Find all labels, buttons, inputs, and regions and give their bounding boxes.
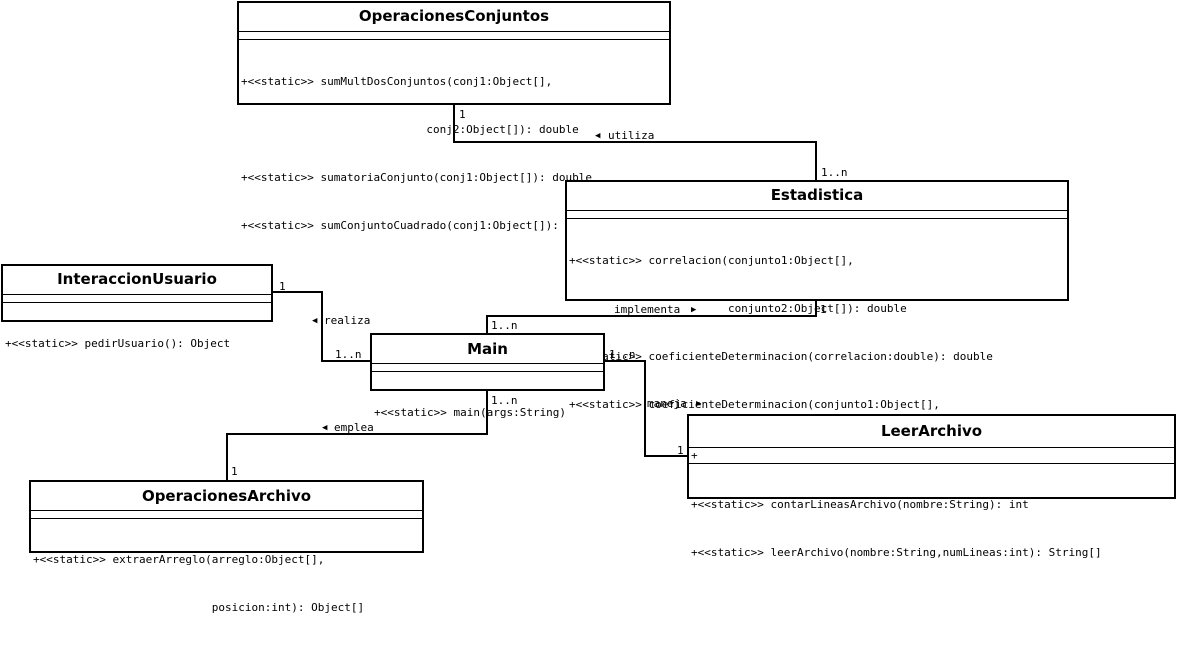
- class-name: OperacionesArchivo: [31, 482, 422, 511]
- class-operations: +<<static>> main(args:String): [372, 372, 603, 453]
- multiplicity-label: 1: [820, 303, 827, 316]
- operation: +<<static>> coeficienteDeterminacion(con…: [569, 398, 940, 411]
- class-operations: +<<static>> pedirUsuario(): Object: [3, 303, 271, 384]
- emplea-line: [226, 390, 488, 481]
- class-operations: +<<static>> contarLineasArchivo(nombre:S…: [689, 464, 1174, 593]
- class-main[interactable]: Main +<<static>> main(args:String): [370, 333, 605, 419]
- class-attributes: [372, 364, 603, 372]
- utiliza-line: [453, 104, 817, 181]
- maneja-line: [604, 360, 688, 457]
- class-operations: +<<static>> extraerArreglo(arreglo:Objec…: [31, 519, 422, 648]
- class-estadistica[interactable]: Estadistica +<<static>> correlacion(conj…: [565, 180, 1069, 459]
- operation: +<<static>> contarLineasArchivo(nombre:S…: [691, 498, 1029, 511]
- class-operaciones-archivo[interactable]: OperacionesArchivo +<<static>> extraerAr…: [29, 480, 424, 614]
- operation: +<<static>> main(args:String): [374, 406, 567, 419]
- class-name: OperacionesConjuntos: [239, 3, 669, 32]
- utiliza-arrow-icon: ◀: [595, 131, 601, 141]
- class-operations: +<<static>> sumMultDosConjuntos(conj1:Ob…: [239, 40, 669, 266]
- multiplicity-label: 1: [677, 444, 684, 457]
- class-attributes: [239, 32, 669, 40]
- multiplicity-label: 1..n: [491, 394, 518, 407]
- operation: +<<static>> leerArchivo(nombre:String,nu…: [691, 546, 1102, 559]
- operation-continuation: conjunto2:Object[]): double: [569, 302, 907, 315]
- class-leer-archivo[interactable]: LeerArchivo + +<<static>> contarLineasAr…: [687, 414, 1176, 559]
- class-name: InteraccionUsuario: [3, 266, 271, 295]
- multiplicity-label: 1: [231, 465, 238, 478]
- operation: +<<static>> correlacion(conjunto1:Object…: [569, 254, 854, 267]
- multiplicity-label: 1..n: [335, 348, 362, 361]
- maneja-arrow-icon: ▶: [696, 399, 702, 409]
- class-attributes: [31, 511, 422, 519]
- association-label: realiza: [324, 314, 371, 327]
- multiplicity-label: 1: [459, 108, 466, 121]
- class-attributes: [567, 211, 1067, 219]
- operation: +<<static>> coeficienteDeterminacion(cor…: [569, 350, 993, 363]
- class-interaccion-usuario[interactable]: InteraccionUsuario +<<static>> pedirUsua…: [1, 264, 273, 350]
- operation: +<<static>> extraerArreglo(arreglo:Objec…: [33, 553, 325, 566]
- operation: +<<static>> pedirUsuario(): Object: [5, 337, 231, 350]
- multiplicity-label: 1..n: [609, 348, 636, 361]
- association-lines: [226, 104, 817, 481]
- multiplicity-label: 1..n: [821, 166, 848, 179]
- class-name: Estadistica: [567, 182, 1067, 211]
- association-label: utiliza: [608, 129, 655, 142]
- operation: +<<static>> sumMultDosConjuntos(conj1:Ob…: [241, 75, 553, 88]
- emplea-arrow-icon: ◀: [322, 423, 328, 433]
- association-label: maneja: [647, 397, 687, 410]
- operation-continuation: posicion:int): Object[]: [33, 601, 365, 614]
- class-name: LeerArchivo: [689, 416, 1174, 448]
- realiza-arrow-icon: ◀: [312, 316, 318, 326]
- class-attributes: +: [689, 448, 1174, 464]
- multiplicity-label: 1: [279, 280, 286, 293]
- class-operaciones-conjuntos[interactable]: OperacionesConjuntos +<<static>> sumMult…: [237, 1, 671, 232]
- class-attributes: [3, 295, 271, 303]
- association-label: implementa: [614, 303, 681, 316]
- class-name: Main: [372, 335, 603, 364]
- association-label: emplea: [334, 421, 374, 434]
- realiza-line: [272, 291, 371, 362]
- multiplicity-label: 1..n: [491, 319, 518, 332]
- implementa-line: [486, 300, 817, 334]
- implementa-arrow-icon: ▶: [691, 305, 697, 315]
- operation-continuation: conj2:Object[]): double: [241, 123, 579, 136]
